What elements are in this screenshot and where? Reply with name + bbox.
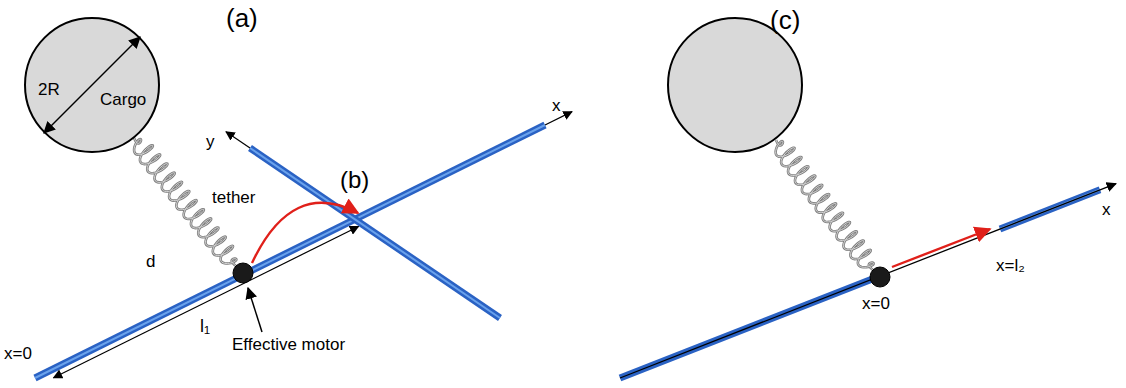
dimension-label: d <box>146 252 155 272</box>
tether-spring-highlight <box>776 140 874 270</box>
dimension-label: 2R <box>38 80 60 100</box>
axis-label: y <box>206 132 215 152</box>
motion-arrow <box>892 229 990 267</box>
axis-label: x <box>1102 200 1111 220</box>
leader-arrow <box>248 288 262 332</box>
axis-label: x <box>552 96 561 116</box>
microtubule <box>250 148 500 318</box>
tether-spring <box>776 140 874 270</box>
x-axis-arrow <box>620 184 1116 378</box>
coordinate-label: x=l₂ <box>996 256 1025 276</box>
coordinate-label: x=0 <box>862 294 890 314</box>
panel-label: (a) <box>226 4 258 34</box>
panel-label: (b) <box>340 166 369 194</box>
dimension-line <box>54 227 359 378</box>
jump-arrow <box>252 203 358 263</box>
dimension-label: l₁ <box>200 316 210 337</box>
motor-dot <box>233 263 253 283</box>
part-name: tether <box>212 188 255 208</box>
panel-label: (c) <box>770 6 800 36</box>
microtubule <box>35 125 545 378</box>
y-axis-arrow <box>226 132 250 148</box>
microtubule-highlight <box>250 148 500 318</box>
part-name: Cargo <box>100 90 146 110</box>
microtubule-highlight <box>35 125 545 378</box>
cargo-sphere <box>668 18 802 152</box>
part-name: Effective motor <box>232 335 345 355</box>
coordinate-label: x=0 <box>4 344 32 364</box>
cargo-circle: Cargo 2R <box>24 17 160 153</box>
motor-dot <box>870 267 890 287</box>
cargo-sphere <box>25 18 159 152</box>
